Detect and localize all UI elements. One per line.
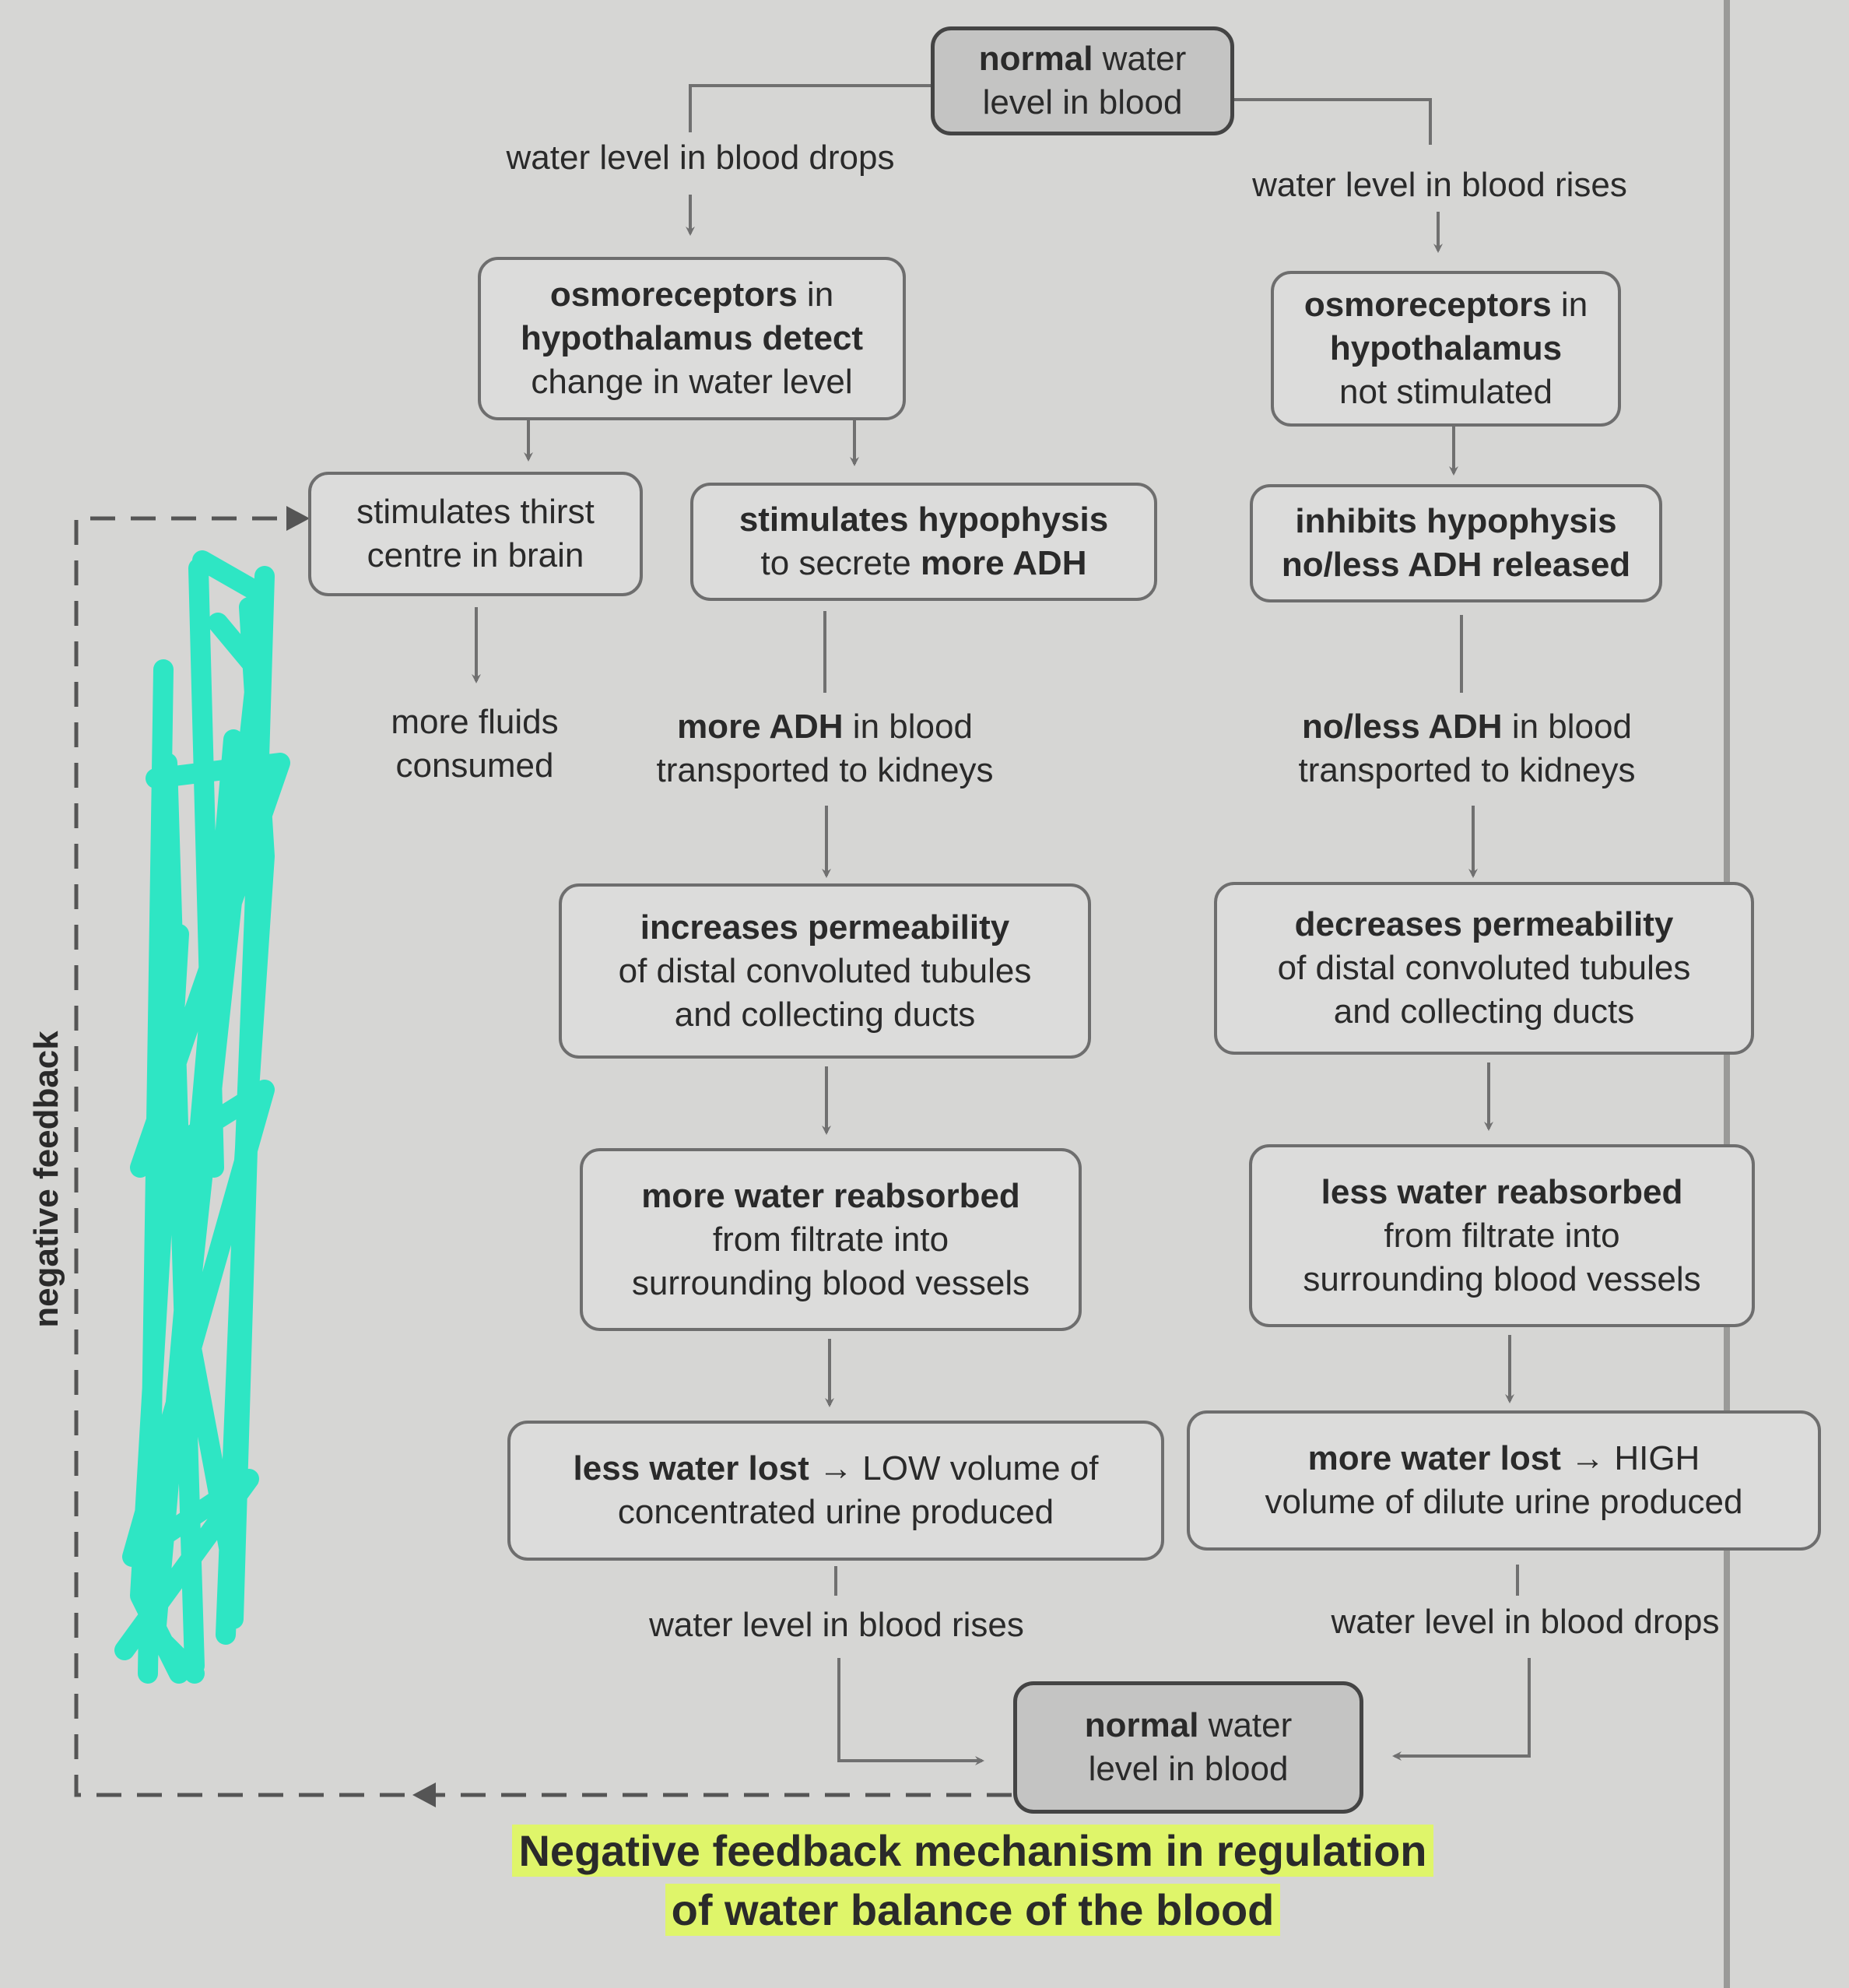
osmo-right-line2: hypothalamus — [1329, 329, 1563, 367]
osmo-right-bold: osmoreceptors — [1303, 286, 1552, 324]
feedback-arrowhead-bottom — [412, 1783, 436, 1807]
osmo-left-line2: hypothalamus detect — [520, 319, 864, 357]
reab-right-line3: surrounding blood vessels — [1303, 1259, 1701, 1298]
feedback-arrowhead-top — [286, 506, 310, 531]
urine-right-line2: volume of dilute urine produced — [1265, 1483, 1743, 1521]
osmoreceptors-detect-box: osmoreceptors in hypothalamus detect cha… — [478, 257, 906, 420]
high-volume-urine-box: more water lost → HIGH volume of dilute … — [1187, 1410, 1821, 1551]
rise-label-bottom: water level in blood rises — [649, 1606, 1024, 1644]
reab-left-line1: more water reabsorbed — [641, 1176, 1020, 1215]
less-water-reabsorbed-box: less water reabsorbed from filtrate into… — [1249, 1144, 1755, 1327]
perm-left-line1: increases permeability — [640, 908, 1010, 947]
stimulates-hypophysis-box: stimulates hypophysis to secrete more AD… — [690, 483, 1157, 601]
perm-right-line2: of distal convoluted tubules — [1277, 949, 1691, 987]
hypo-left-line1: stimulates hypophysis — [739, 501, 1109, 539]
branch-left — [689, 84, 931, 132]
decreases-permeability-box: decreases permeability of distal convolu… — [1214, 882, 1754, 1055]
rise-label-top: water level in blood rises — [1252, 166, 1627, 204]
urine-right-rest: → HIGH — [1560, 1439, 1700, 1477]
normal-line2: level in blood — [982, 83, 1183, 121]
branch-right — [1234, 98, 1432, 145]
fluids-line1: more fluids — [391, 703, 559, 741]
drop-label-top: water level in blood drops — [506, 139, 895, 177]
adh-left-bold: more ADH — [677, 708, 844, 746]
adh-right-bold: no/less ADH — [1302, 708, 1503, 746]
osmo-left-in: in — [797, 276, 834, 314]
hypo-left-l2b: more ADH — [920, 544, 1087, 582]
osmoreceptors-not-stimulated-box: osmoreceptors in hypothalamus not stimul… — [1271, 271, 1621, 427]
adh-right-line2: transported to kidneys — [1298, 751, 1636, 789]
hypo-right-line1: inhibits hypophysis — [1295, 502, 1617, 540]
perm-left-line3: and collecting ducts — [674, 995, 976, 1034]
normal-rest: water — [1093, 40, 1187, 78]
urine-left-line2: concentrated urine produced — [617, 1493, 1054, 1531]
drop-label-bottom: water level in blood drops — [1331, 1603, 1720, 1641]
normal-bottom-rest: water — [1198, 1706, 1293, 1744]
adh-left-line2: transported to kidneys — [656, 751, 994, 789]
figure-caption: Negative feedback mechanism in regulatio… — [467, 1821, 1479, 1940]
osmo-left-bold: osmoreceptors — [549, 276, 798, 314]
fluids-consumed-label: more fluids consumed — [342, 701, 607, 788]
perm-left-line2: of distal convoluted tubules — [618, 951, 1032, 990]
normal-level-top-box: normal water level in blood — [931, 26, 1234, 135]
caption-line2: of water balance of the blood — [665, 1884, 1281, 1936]
arrow-rise-to-normal — [837, 1658, 984, 1765]
urine-right-bold: more water lost — [1307, 1439, 1561, 1477]
inhibits-hypophysis-box: inhibits hypophysis no/less ADH released — [1250, 484, 1662, 602]
urine-left-bold: less water lost — [573, 1449, 809, 1487]
reab-left-line2: from filtrate into — [712, 1220, 949, 1259]
adh-left-rest: in blood — [843, 708, 973, 746]
reab-right-line1: less water reabsorbed — [1321, 1172, 1683, 1211]
increases-permeability-box: increases permeability of distal convolu… — [559, 883, 1091, 1059]
normal-bottom-line2: level in blood — [1088, 1750, 1289, 1788]
osmo-right-line3: not stimulated — [1339, 373, 1553, 411]
low-volume-urine-box: less water lost → LOW volume of concentr… — [507, 1421, 1164, 1561]
reab-right-line2: from filtrate into — [1384, 1216, 1620, 1255]
fluids-line2: consumed — [395, 746, 554, 785]
hypo-right-line2: no/less ADH released — [1281, 546, 1631, 584]
less-adh-label: no/less ADH in blood transported to kidn… — [1268, 705, 1665, 792]
hypo-left-l2a: to secrete — [760, 544, 921, 582]
normal-bold: normal — [978, 40, 1093, 78]
thirst-centre-box: stimulates thirst centre in brain — [308, 472, 643, 596]
normal-level-bottom-box: normal water level in blood — [1013, 1681, 1363, 1814]
feedback-loop — [74, 516, 1012, 1797]
osmo-left-line3: change in water level — [531, 363, 853, 401]
perm-right-line3: and collecting ducts — [1333, 992, 1635, 1031]
caption-line1: Negative feedback mechanism in regulatio… — [512, 1825, 1433, 1877]
normal-bottom-bold: normal — [1084, 1706, 1199, 1744]
arrow-drop-to-normal — [1392, 1658, 1531, 1761]
osmo-right-in: in — [1551, 286, 1588, 324]
negative-feedback-label: negative feedback — [27, 1031, 65, 1328]
reab-left-line3: surrounding blood vessels — [631, 1263, 1030, 1302]
thirst-line1: stimulates thirst — [356, 493, 595, 531]
adh-right-rest: in blood — [1502, 708, 1632, 746]
thirst-line2: centre in brain — [367, 536, 584, 574]
more-water-reabsorbed-box: more water reabsorbed from filtrate into… — [580, 1148, 1082, 1331]
urine-left-rest: → LOW volume of — [809, 1449, 1099, 1487]
more-adh-label: more ADH in blood transported to kidneys — [630, 705, 1019, 792]
perm-right-line1: decreases permeability — [1294, 905, 1674, 943]
